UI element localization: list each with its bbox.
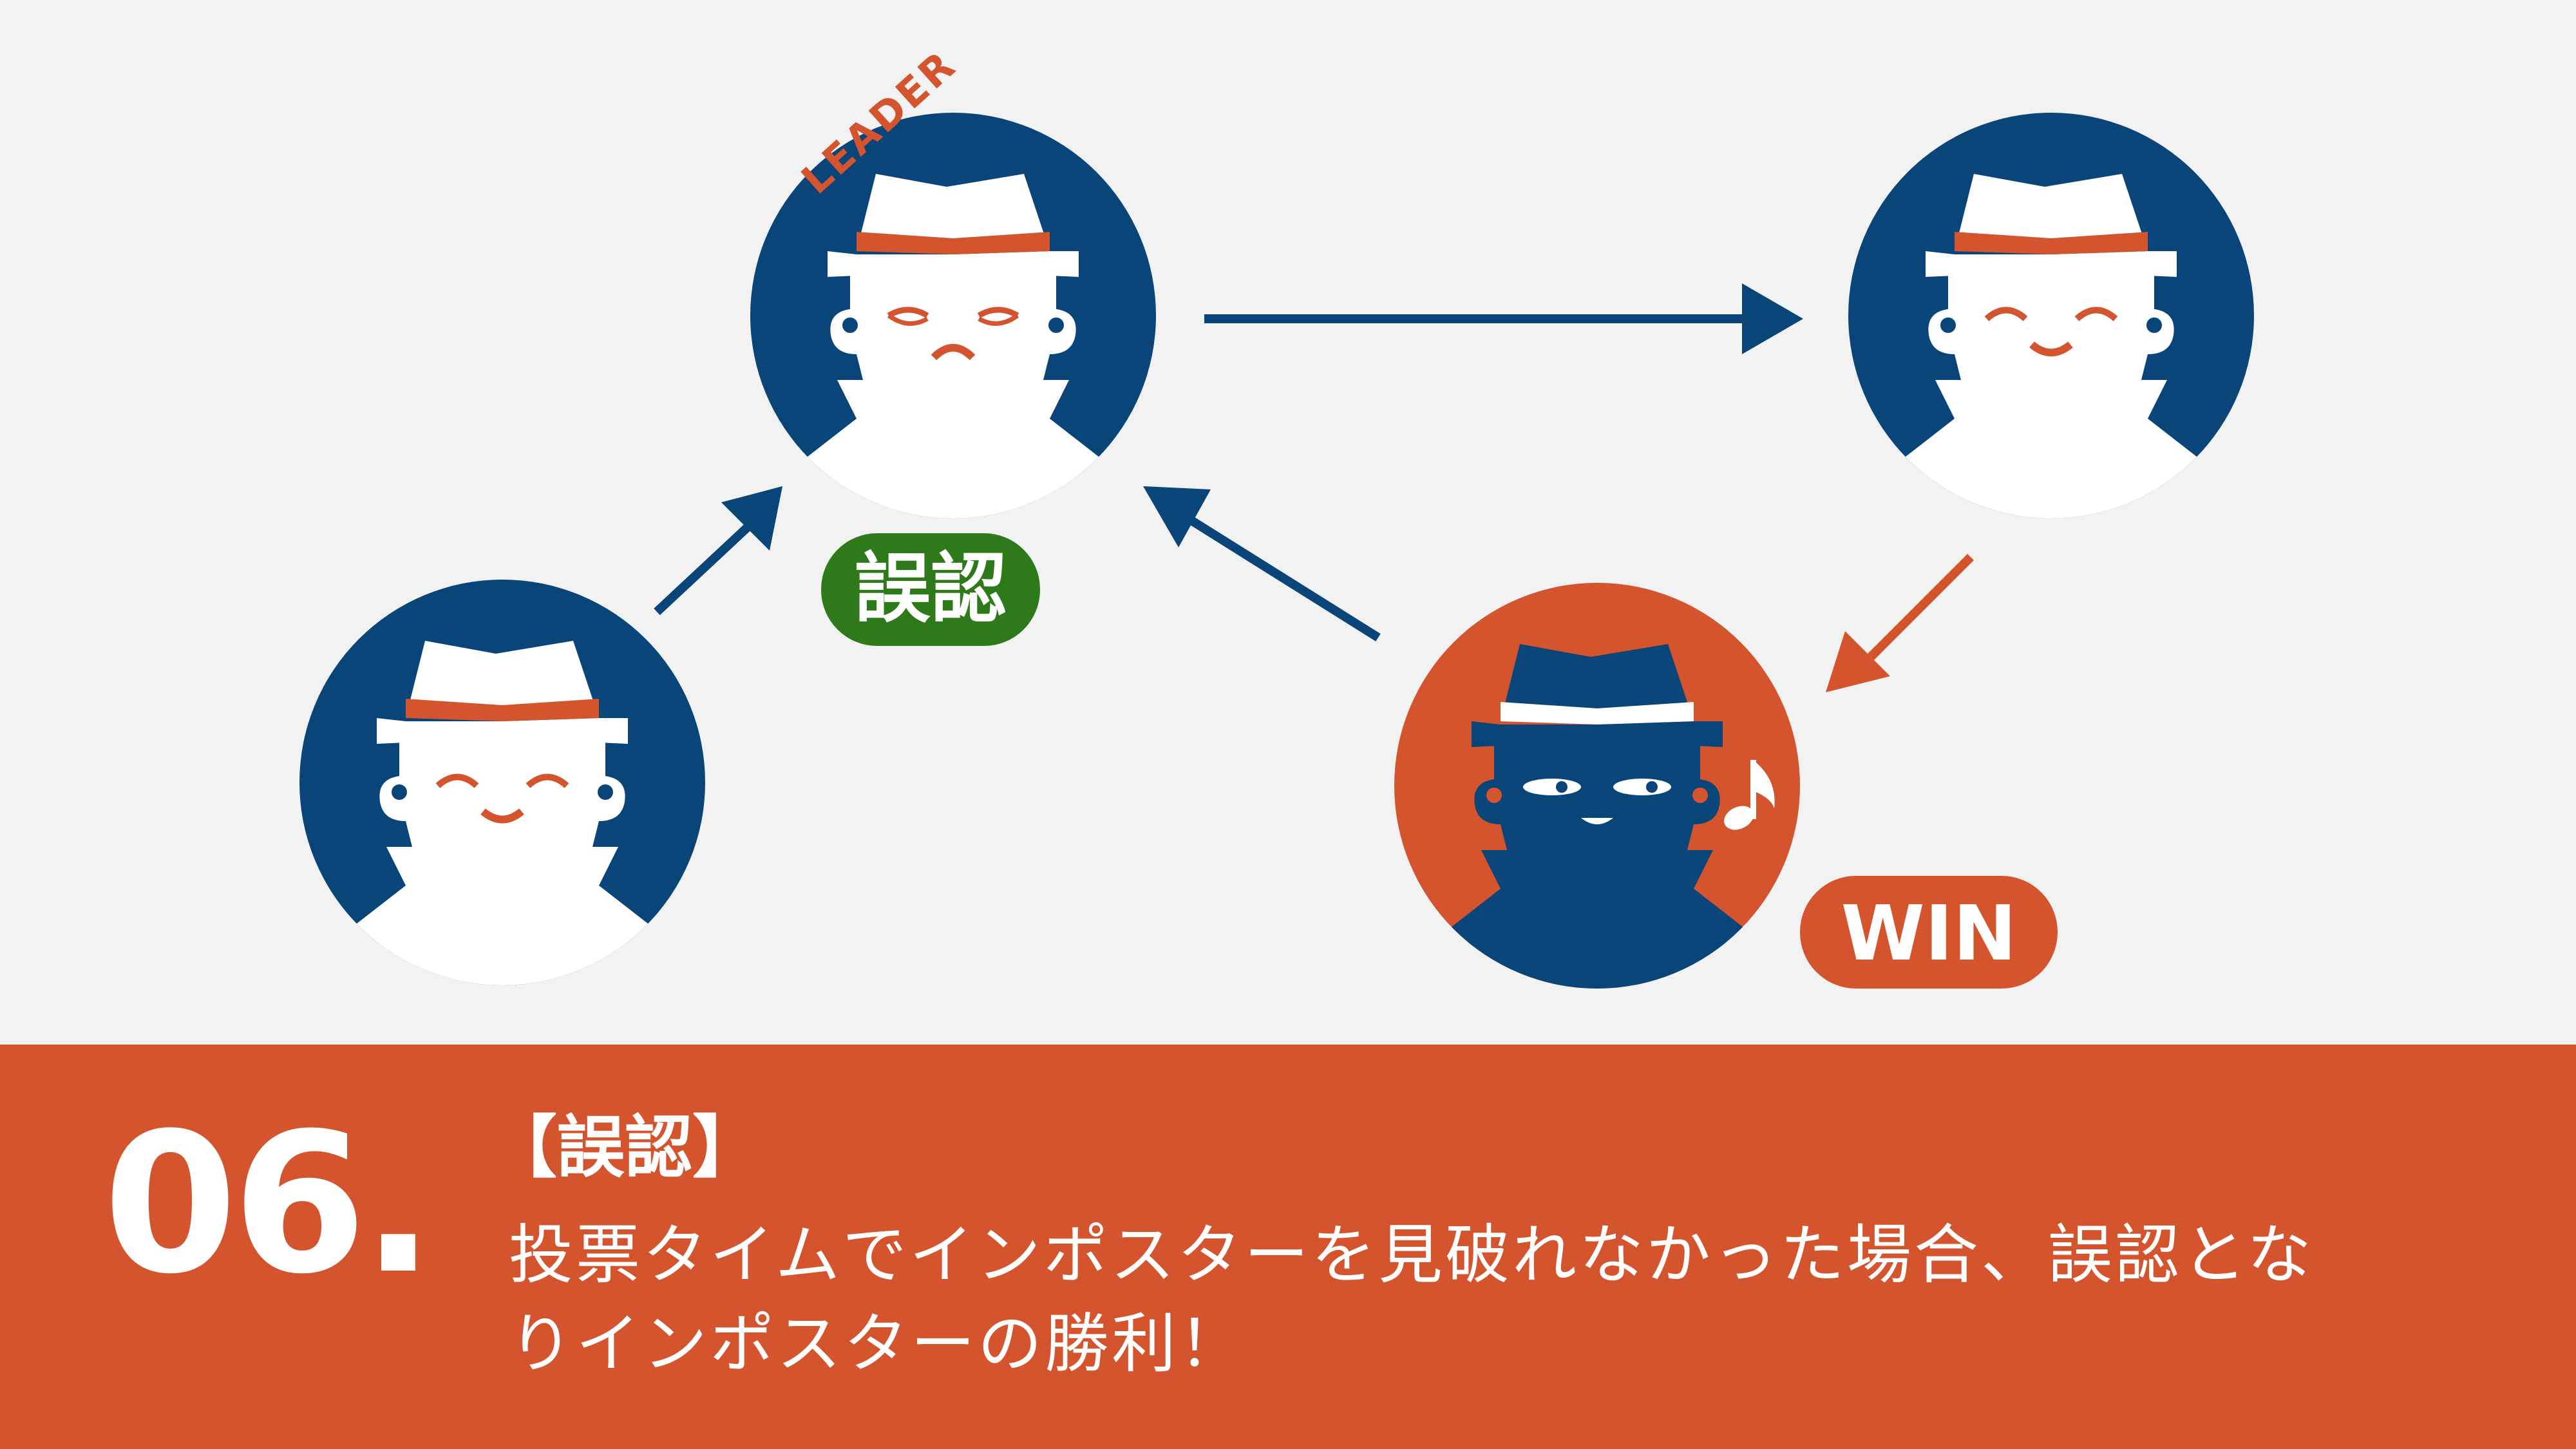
- arrow-leader-to-right: [1204, 283, 1803, 354]
- caption-bar: [0, 1045, 2576, 1449]
- leader-character: [750, 113, 1156, 518]
- arrow-right-to-impostor: [1826, 554, 1974, 692]
- arrow-bottomleft-to-leader: [654, 486, 782, 616]
- crewmate-right-character: [1848, 113, 2254, 518]
- misjudge-badge: 誤認: [821, 533, 1040, 646]
- caption-line-2: りインポスターの勝利！: [509, 1306, 1245, 1381]
- step-number: 06.: [103, 1092, 435, 1316]
- arrow-impostor-to-leader: [1143, 486, 1381, 641]
- crewmate-left-character: [299, 580, 705, 985]
- win-badge-text: WIN: [1841, 889, 2017, 978]
- misjudge-badge-text: 誤認: [855, 544, 1007, 633]
- caption-description: 投票タイムでインポスターを見破れなかった場合、誤認とな りインポスターの勝利！: [509, 1211, 2537, 1388]
- music-note-icon: [1724, 760, 1775, 830]
- caption-title: 【誤認】: [489, 1108, 761, 1187]
- impostor-character: [1394, 583, 1800, 989]
- caption-line-1: 投票タイムでインポスターを見破れなかった場合、誤認とな: [509, 1217, 2314, 1293]
- win-badge: WIN: [1800, 876, 2058, 989]
